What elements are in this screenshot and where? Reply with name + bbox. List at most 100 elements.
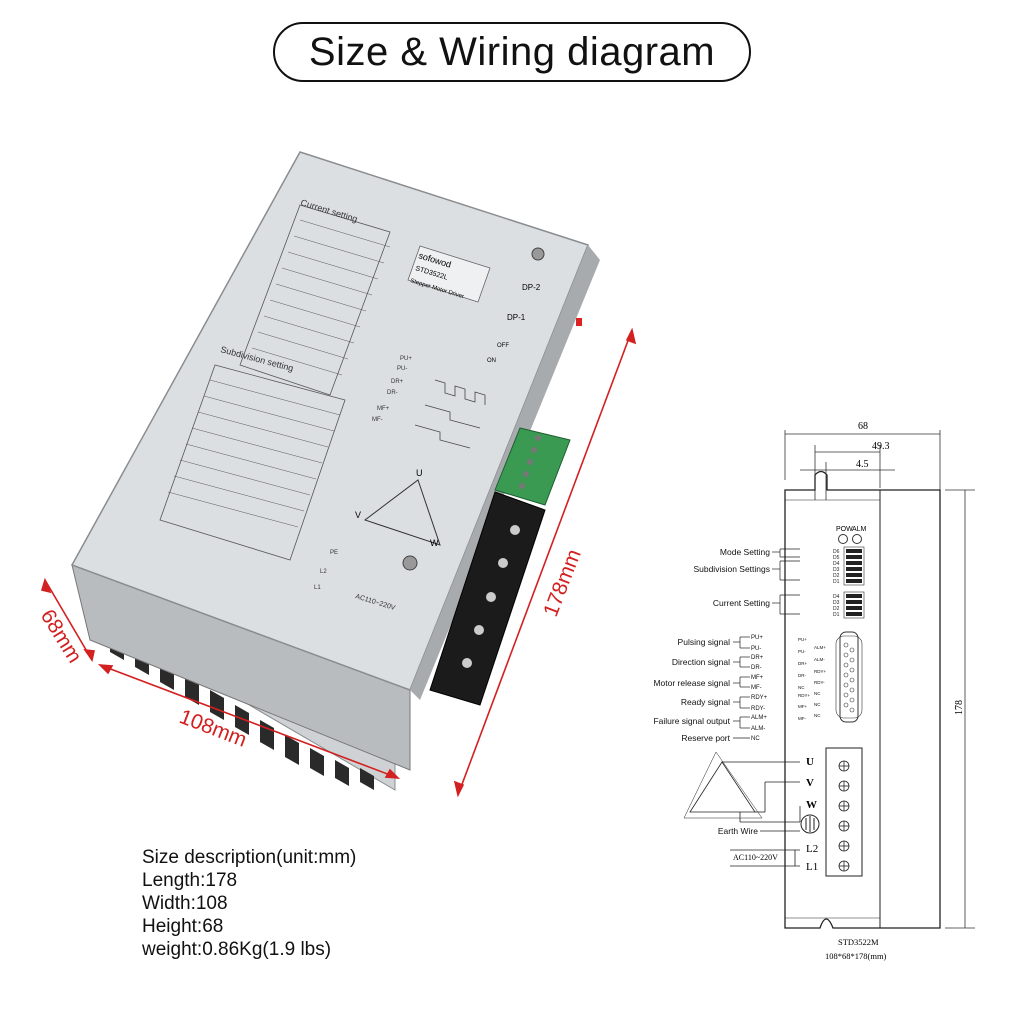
- signal-terminal: [494, 427, 571, 506]
- off-label: OFF: [497, 343, 509, 349]
- conn-pin-label: RDY-: [814, 680, 825, 685]
- cur-dip-d2: D2: [833, 606, 840, 612]
- reserve-port-label: Reserve port: [681, 733, 730, 743]
- dip-d2: D2: [833, 573, 840, 579]
- dp2-label: DP-2: [522, 283, 541, 292]
- pin-mf-minus: MF-: [751, 685, 762, 691]
- term-v-label: V: [806, 777, 814, 789]
- motor-coil-triangle: [683, 751, 801, 867]
- term-u-label: U: [806, 756, 814, 768]
- pe-label: PE: [330, 550, 338, 556]
- pu-minus-label: PU-: [397, 366, 407, 372]
- cur-dip-d3: D3: [833, 600, 840, 606]
- conn-pin-label: MF+: [798, 704, 807, 709]
- mode-dip-switch: [843, 546, 865, 586]
- dip-d1: D1: [833, 579, 840, 585]
- failure-signal-output-label: Failure signal output: [653, 716, 730, 726]
- pu-plus-label: PU+: [400, 356, 412, 362]
- conn-pin-label: NC: [814, 713, 821, 718]
- dip-d5: D5: [833, 555, 840, 561]
- pow-label: POW: [836, 526, 853, 533]
- screw-icon: [531, 247, 545, 261]
- conn-pin-label: PU+: [798, 637, 807, 642]
- alm-label: ALM: [852, 526, 867, 533]
- term-l1-label: L1: [806, 861, 818, 873]
- current-dip-switch: [843, 591, 865, 619]
- dip-d6: D6: [833, 549, 840, 555]
- pin-mf-plus: MF+: [751, 675, 764, 681]
- pin-pu-plus: PU+: [751, 635, 763, 641]
- title-pill: Size & Wiring diagram: [273, 22, 751, 82]
- conn-pin-label: ALM-: [814, 657, 825, 662]
- mf-plus-label: MF+: [377, 406, 390, 412]
- dr-plus-label: DR+: [391, 379, 404, 385]
- pow-led-icon: [838, 534, 848, 544]
- term-l2-label: L2: [806, 843, 818, 855]
- earth-wire-label: Earth Wire: [718, 826, 758, 836]
- screw-icon: [402, 555, 418, 571]
- conn-pin-label: ALM+: [814, 645, 826, 650]
- subdivision-settings-label: Subdivision Settings: [693, 564, 770, 574]
- v-label: V: [355, 510, 361, 520]
- pin-nc: NC: [751, 736, 760, 742]
- mf-minus-label: MF-: [372, 417, 383, 423]
- power-terminal-block: [825, 747, 863, 877]
- l2-label: L2: [320, 569, 327, 575]
- w-label: W: [430, 538, 439, 548]
- dr-minus-label: DR-: [387, 390, 398, 396]
- on-label: ON: [487, 358, 496, 364]
- pin-pu-minus: PU-: [751, 646, 761, 652]
- led-icon: [576, 318, 582, 326]
- conn-pin-label: NC: [814, 702, 821, 707]
- driver-outline: [784, 470, 941, 929]
- direction-signal-label: Direction signal: [672, 657, 730, 667]
- cur-dip-d4: D4: [833, 594, 840, 600]
- conn-pin-label: NC: [798, 685, 805, 690]
- waveform-graphic: [414, 379, 486, 449]
- u-label: U: [416, 468, 423, 478]
- size-description: Size description(unit:mm) Length:178 Wid…: [142, 846, 356, 961]
- current-setting-label: Current Setting: [713, 598, 770, 608]
- dim-4: 4.5: [856, 459, 869, 470]
- desc-heading: Size description(unit:mm): [142, 847, 357, 868]
- pin-rdy-minus: RDY-: [751, 706, 765, 712]
- l1-label: L1: [314, 585, 321, 591]
- dim-49: 49.3: [872, 441, 890, 452]
- pin-alm-plus: ALM+: [751, 715, 767, 721]
- dim-68: 68: [858, 421, 868, 432]
- desc-height: Height:68: [142, 916, 224, 937]
- mode-setting-label: Mode Setting: [720, 547, 770, 557]
- conn-pin-label: DR+: [798, 661, 807, 666]
- dim-178: 178: [954, 700, 965, 715]
- db15-connector: [835, 631, 863, 723]
- ac-label: AC110~220V: [733, 853, 778, 862]
- conn-pin-label: RDY+: [798, 693, 811, 698]
- pin-dr-minus: DR-: [751, 665, 762, 671]
- dimension-lines: [40, 327, 637, 798]
- desc-weight: weight:0.86Kg(1.9 lbs): [142, 939, 332, 960]
- conn-pin-label: PU-: [798, 649, 806, 654]
- dp1-label: DP-1: [507, 313, 526, 322]
- dip-d3: D3: [833, 567, 840, 573]
- driver-illustration: Current setting Subdivision setting sofo…: [36, 151, 637, 798]
- motor-triangle: U V W: [355, 468, 441, 548]
- desc-length: Length:178: [142, 870, 238, 891]
- cur-dip-d1: D1: [833, 612, 840, 618]
- conn-pin-label: RDY+: [814, 669, 827, 674]
- brand-plate: sofowod STD3522L Stepper Motor Driver: [407, 245, 491, 303]
- pin-rdy-plus: RDY+: [751, 695, 768, 701]
- conn-pin-label: DR-: [798, 673, 806, 678]
- desc-width: Width:108: [142, 893, 228, 914]
- model-label: STD3522M: [838, 937, 879, 947]
- size-label: 108*68*178(mm): [825, 951, 887, 961]
- pin-dr-plus: DR+: [751, 655, 764, 661]
- pin-alm-minus: ALM-: [751, 726, 765, 732]
- conn-pin-label: MF-: [798, 716, 806, 721]
- ready-signal-label: Ready signal: [681, 697, 730, 707]
- motor-release-signal-label: Motor release signal: [653, 678, 730, 688]
- dip-d4: D4: [833, 561, 840, 567]
- pulsing-signal-label: Pulsing signal: [678, 637, 731, 647]
- earth-icon: [800, 814, 820, 834]
- power-terminal: [429, 491, 546, 706]
